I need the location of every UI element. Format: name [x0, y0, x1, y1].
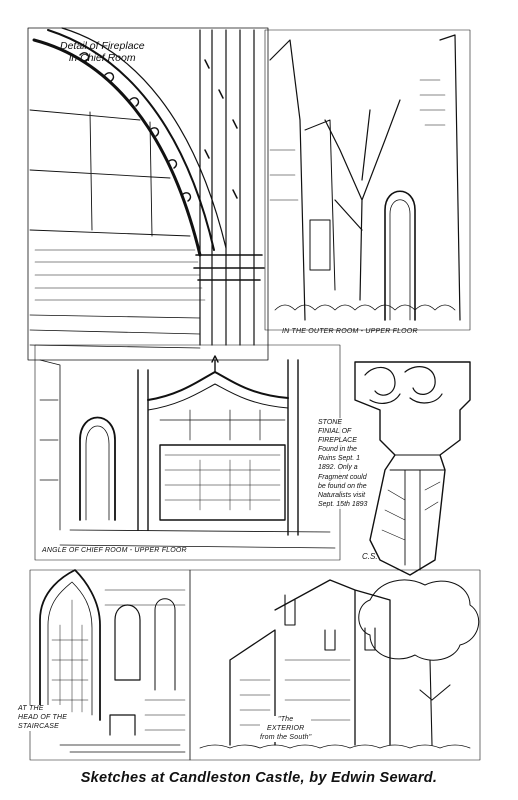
stone-finial-sketch	[354, 361, 471, 576]
outer-room-label: IN THE OUTER ROOM - UPPER FLOOR	[282, 328, 418, 335]
staircase-label: AT THE HEAD OF THE STAIRCASE	[18, 705, 68, 732]
outer-room-sketch	[264, 29, 471, 331]
finial-initials-label: C.S.	[362, 552, 378, 561]
exterior-sketch	[189, 569, 481, 761]
finial-note-label: STONE FINIAL OF FIREPLACE Found in the R…	[318, 418, 368, 509]
chief-room-angle-label: ANGLE OF CHIEF ROOM - UPPER FLOOR	[40, 547, 189, 556]
staircase-sketch	[29, 569, 191, 761]
fireplace-detail-sketch	[27, 27, 269, 361]
exterior-label: "The EXTERIOR from the South"	[260, 716, 312, 743]
chief-room-angle-sketch	[34, 344, 341, 561]
plate-caption: Sketches at Candleston Castle, by Edwin …	[80, 770, 438, 786]
fireplace-detail-label: Detail of Fireplace in Chief Room	[60, 40, 145, 65]
